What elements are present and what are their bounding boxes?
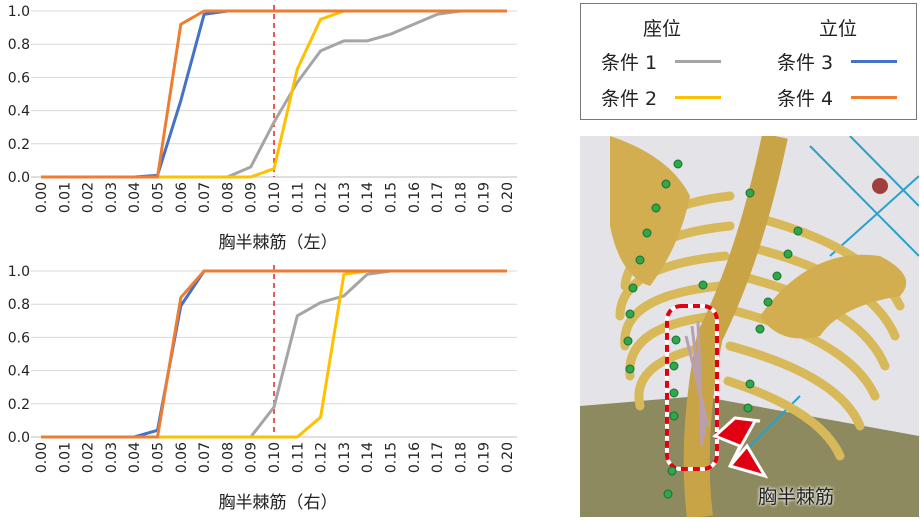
y-tick-label: 0.2 — [8, 397, 30, 413]
legend-label: 条件 2 — [601, 88, 658, 110]
x-tick-label: 0.20 — [500, 442, 516, 473]
legend-label: 条件 3 — [777, 52, 834, 74]
x-tick-label: 0.13 — [337, 442, 353, 473]
x-tick-label: 0.12 — [314, 182, 330, 213]
legend-swatch — [851, 96, 898, 99]
highlight-box-dashed — [665, 304, 719, 471]
x-tick-label: 0.01 — [57, 182, 73, 213]
x-tick-label: 0.09 — [244, 442, 260, 473]
y-tick-label: 0.2 — [8, 137, 30, 153]
legend-item-cond1: 条件 1 — [601, 48, 722, 75]
x-tick-label: 0.03 — [104, 182, 120, 213]
legend-group-standing: 立位 — [819, 18, 858, 40]
x-tick-label: 0.19 — [477, 182, 493, 213]
y-tick-label: 0.4 — [8, 104, 30, 120]
y-tick-label: 0.8 — [8, 297, 30, 313]
legend-group-sitting: 座位 — [643, 18, 682, 40]
x-tick-label: 0.04 — [127, 442, 143, 473]
x-tick-label: 0.04 — [127, 182, 143, 213]
y-tick-label: 0.0 — [8, 430, 30, 446]
x-tick-label: 0.17 — [430, 442, 446, 473]
x-tick-label: 0.17 — [430, 182, 446, 213]
legend-swatch — [675, 60, 722, 63]
x-tick-label: 0.15 — [384, 442, 400, 473]
x-tick-label: 0.07 — [197, 442, 213, 473]
y-tick-label: 0.4 — [8, 364, 30, 380]
legend-label: 条件 1 — [601, 52, 658, 74]
semispinalis-muscle — [684, 320, 710, 447]
x-tick-label: 0.14 — [360, 442, 376, 473]
legend-item-cond3: 条件 3 — [777, 48, 898, 75]
y-tick-label: 1.0 — [8, 4, 30, 20]
x-tick-label: 0.05 — [151, 442, 167, 473]
joint-axes — [729, 135, 920, 467]
x-tick-label: 0.12 — [314, 442, 330, 473]
legend-label: 条件 4 — [777, 88, 834, 110]
x-tick-label: 0.06 — [174, 182, 190, 213]
legend: 座位 立位 条件 1 条件 2 条件 3 条件 4 — [580, 3, 917, 120]
y-tick-label: 0.6 — [8, 70, 30, 86]
y-tick-label: 0.0 — [8, 170, 30, 186]
x-tick-label: 0.02 — [81, 182, 97, 213]
y-tick-label: 0.6 — [8, 330, 30, 346]
x-tick-label: 0.19 — [477, 442, 493, 473]
chart-left: 0.0 0.2 0.4 0.6 0.8 1.0 0.00 0.01 0.02 0.03 0.04 0.… — [8, 4, 517, 253]
left-scapula — [610, 136, 690, 286]
x-tick-label: 0.15 — [384, 182, 400, 213]
marker-dots — [623, 159, 803, 499]
x-tick-label: 0.03 — [104, 442, 120, 473]
y-tick-label: 0.8 — [8, 37, 30, 53]
x-tick-label: 0.08 — [220, 182, 236, 213]
x-tick-label: 0.09 — [244, 182, 260, 213]
legend-item-cond4: 条件 4 — [777, 84, 898, 111]
y-tick-label: 1.0 — [8, 264, 30, 280]
x-tick-label: 0.06 — [174, 442, 190, 473]
x-tick-label: 0.05 — [151, 182, 167, 213]
arrow-icon — [712, 416, 769, 479]
legend-swatch — [675, 96, 722, 99]
x-tick-label: 0.08 — [220, 442, 236, 473]
x-tick-label: 0.11 — [290, 182, 306, 213]
series-line-4 — [41, 269, 507, 439]
x-tick-label: 0.10 — [267, 182, 283, 213]
skeleton-illustration: 胸半棘筋 — [580, 133, 920, 519]
x-tick-label: 0.10 — [267, 442, 283, 473]
x-tick-label: 0.20 — [500, 182, 516, 213]
right-scapula — [760, 254, 907, 339]
x-tick-label: 0.00 — [34, 182, 50, 213]
x-tick-label: 0.14 — [360, 182, 376, 213]
x-tick-label: 0.07 — [197, 182, 213, 213]
series-line-4 — [41, 9, 507, 179]
joint-ball — [872, 178, 888, 194]
x-tick-label: 0.11 — [290, 442, 306, 473]
x-tick-label: 0.02 — [81, 442, 97, 473]
chart-right: 0.0 0.2 0.4 0.6 0.8 1.0 0.00 0.01 0.02 0.03 0.04 0.… — [8, 264, 517, 513]
legend-swatch — [851, 60, 898, 63]
muscle-label: 胸半棘筋 — [758, 486, 835, 508]
x-tick-label: 0.13 — [337, 182, 353, 213]
chart-title: 胸半棘筋（右） — [219, 493, 338, 513]
chart-title: 胸半棘筋（左） — [219, 233, 338, 253]
x-tick-label: 0.01 — [57, 442, 73, 473]
x-tick-label: 0.16 — [407, 182, 423, 213]
legend-item-cond2: 条件 2 — [601, 84, 722, 111]
x-tick-label: 0.18 — [453, 182, 469, 213]
spine — [683, 133, 788, 519]
x-tick-label: 0.16 — [407, 442, 423, 473]
x-tick-label: 0.18 — [453, 442, 469, 473]
x-tick-label: 0.00 — [34, 442, 50, 473]
